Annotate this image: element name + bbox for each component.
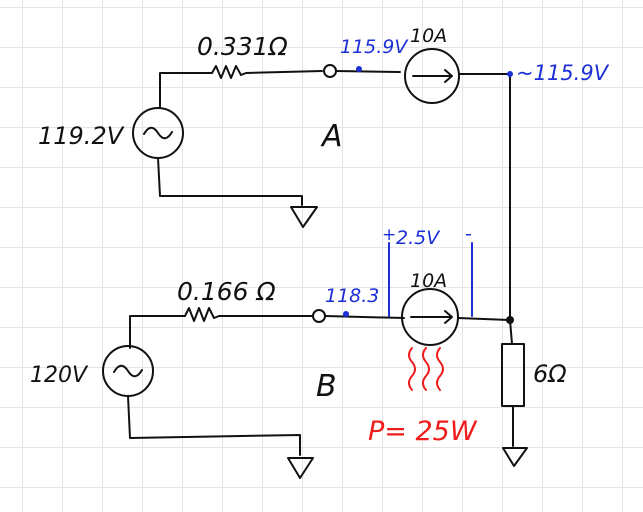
- switch-node-a: [323, 64, 337, 78]
- resistor-icon: [211, 65, 323, 79]
- load-resistor-icon: [501, 343, 525, 407]
- resistor-icon: [184, 307, 313, 322]
- circuit-a-resistance-label: 0.331Ω: [197, 32, 288, 61]
- circuit-a-node-voltage: 115.9V: [340, 36, 409, 58]
- wire-b-switch: [324, 315, 405, 319]
- ac-sine: [113, 364, 143, 378]
- ammeter-arrow: [410, 310, 453, 324]
- circuit-b-drop-plus: +: [382, 225, 396, 245]
- circuit-b-power: P= 25W: [368, 416, 478, 447]
- wire-a-source-bottom: [157, 157, 303, 206]
- ac-sine: [143, 126, 173, 140]
- circuit-b-resistance-label: 0.166 Ω: [177, 277, 276, 306]
- wire-load-top: [509, 319, 513, 345]
- circuit-b-current: 10A: [410, 270, 447, 292]
- circuit-a-label: A: [320, 119, 343, 154]
- circuit-b-node-voltage: 118.3: [325, 285, 379, 307]
- ground-icon: [287, 457, 314, 479]
- wire-a-switch: [335, 70, 401, 73]
- circuit-a-source-voltage: 119.2V: [38, 122, 125, 150]
- circuit-b-drop-voltage: 2.5V: [396, 227, 441, 249]
- wire-b-source-bottom: [127, 395, 301, 456]
- circuit-a: [132, 48, 511, 321]
- circuit-b-drop-minus: -: [465, 223, 472, 245]
- wire-a-ammeter-out: [458, 73, 511, 321]
- heat-waves-icon: [408, 347, 444, 391]
- ammeter-icon: [401, 288, 459, 346]
- ammeter-arrow: [412, 69, 453, 83]
- node-dot-a-right: [507, 71, 513, 77]
- node-dot-b-left: [343, 311, 349, 317]
- ground-icon: [290, 206, 318, 228]
- wire-b-ammeter-out: [457, 317, 511, 321]
- wire-b-source-top: [129, 315, 186, 349]
- circuit-b-source-voltage: 120V: [30, 363, 89, 388]
- switch-node-b: [312, 309, 326, 323]
- junction-dot: [506, 316, 514, 324]
- node-dot-a-left: [356, 66, 362, 72]
- circuit-a-current: 10A: [410, 25, 447, 47]
- circuit-a-output-voltage: ~115.9V: [516, 61, 610, 85]
- ammeter-icon: [404, 48, 460, 104]
- load-resistance-label: 6Ω: [533, 360, 567, 388]
- ground-icon: [502, 447, 528, 467]
- voltmeter-probes: [388, 242, 473, 317]
- circuit-b: [102, 288, 528, 479]
- circuit-b-label: B: [316, 369, 337, 404]
- wire-a-source-top: [159, 72, 213, 109]
